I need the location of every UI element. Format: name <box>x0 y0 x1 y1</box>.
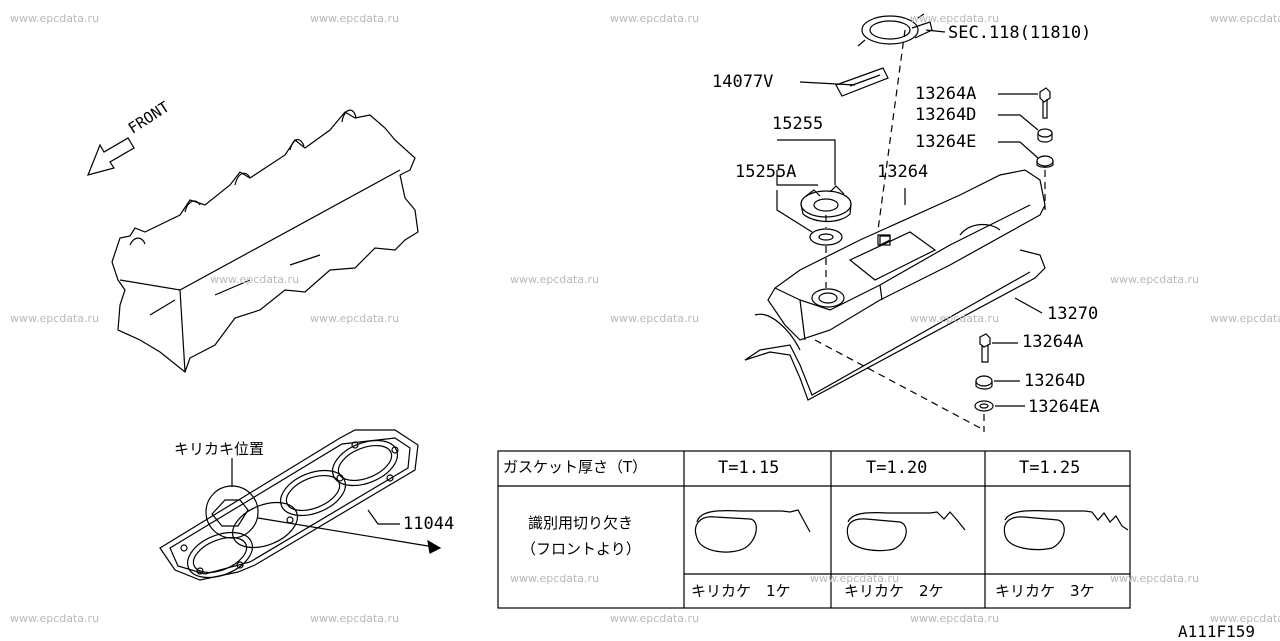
watermark: www.epcdata.ru <box>310 12 400 25</box>
watermark: www.epcdata.ru <box>1210 12 1280 25</box>
watermark: www.epcdata.ru <box>910 612 1000 625</box>
table-row-label-line1: 識別用切り欠き <box>528 514 634 532</box>
assembly-dashed-lines <box>814 29 1046 432</box>
leader-lines <box>231 29 1043 525</box>
watermark: www.epcdata.ru <box>810 572 900 585</box>
watermark: www.epcdata.ru <box>1110 273 1200 286</box>
watermark: www.epcdata.ru <box>210 273 300 286</box>
callout-13270[interactable]: 13270 <box>1047 304 1099 324</box>
watermark: www.epcdata.ru <box>1210 312 1280 325</box>
callout-13264ea[interactable]: 13264EA <box>1028 397 1100 417</box>
rocker-cover-drawing <box>744 13 1054 412</box>
notch-2-icon <box>846 511 966 552</box>
notch-count-3: キリカケ 3ケ <box>995 582 1095 600</box>
table-row-label-line2: （フロントより） <box>521 540 641 558</box>
notch-1-icon <box>694 509 811 553</box>
watermark: www.epcdata.ru <box>610 612 700 625</box>
watermark: www.epcdata.ru <box>910 312 1000 325</box>
watermark: www.epcdata.ru <box>910 12 1000 25</box>
notch-3-icon <box>1003 509 1129 551</box>
callout-13264a-top[interactable]: 13264A <box>915 84 977 104</box>
watermark: www.epcdata.ru <box>1210 612 1280 625</box>
watermark: www.epcdata.ru <box>610 12 700 25</box>
callout-13264e[interactable]: 13264E <box>915 132 977 152</box>
watermark: www.epcdata.ru <box>10 612 100 625</box>
notch-count-2: キリカケ 2ケ <box>844 582 944 600</box>
gasket-thickness-table <box>497 450 1131 609</box>
watermark: www.epcdata.ru <box>310 312 400 325</box>
callout-14077v[interactable]: 14077V <box>712 72 774 92</box>
table-header-label: ガスケット厚さ（T） <box>503 458 648 476</box>
watermark: www.epcdata.ru <box>310 612 400 625</box>
callout-13264d-bottom[interactable]: 13264D <box>1024 371 1086 391</box>
watermark: www.epcdata.ru <box>1110 572 1200 585</box>
front-arrow-icon <box>86 137 135 176</box>
diagram-code: A111F159 <box>1178 622 1256 641</box>
cylinder-head-drawing <box>111 109 419 373</box>
thickness-1-15: T=1.15 <box>718 458 780 478</box>
callout-sec118[interactable]: SEC.118(11810) <box>948 23 1092 43</box>
head-gasket-drawing <box>159 429 442 581</box>
watermark: www.epcdata.ru <box>10 12 100 25</box>
callout-13264[interactable]: 13264 <box>877 162 929 182</box>
watermark: www.epcdata.ru <box>10 312 100 325</box>
notch-position-label: キリカキ位置 <box>174 440 265 458</box>
callout-11044[interactable]: 11044 <box>403 514 455 534</box>
watermark: www.epcdata.ru <box>510 572 600 585</box>
watermark: www.epcdata.ru <box>610 312 700 325</box>
thickness-1-25: T=1.25 <box>1019 458 1081 478</box>
callout-13264a-bottom[interactable]: 13264A <box>1022 332 1084 352</box>
watermark: www.epcdata.ru <box>510 273 600 286</box>
thickness-1-20: T=1.20 <box>866 458 928 478</box>
notch-count-1: キリカケ 1ケ <box>691 582 791 600</box>
callout-15255[interactable]: 15255 <box>772 114 824 134</box>
callout-13264d-top[interactable]: 13264D <box>915 105 977 125</box>
callout-15255a[interactable]: 15255A <box>735 162 797 182</box>
